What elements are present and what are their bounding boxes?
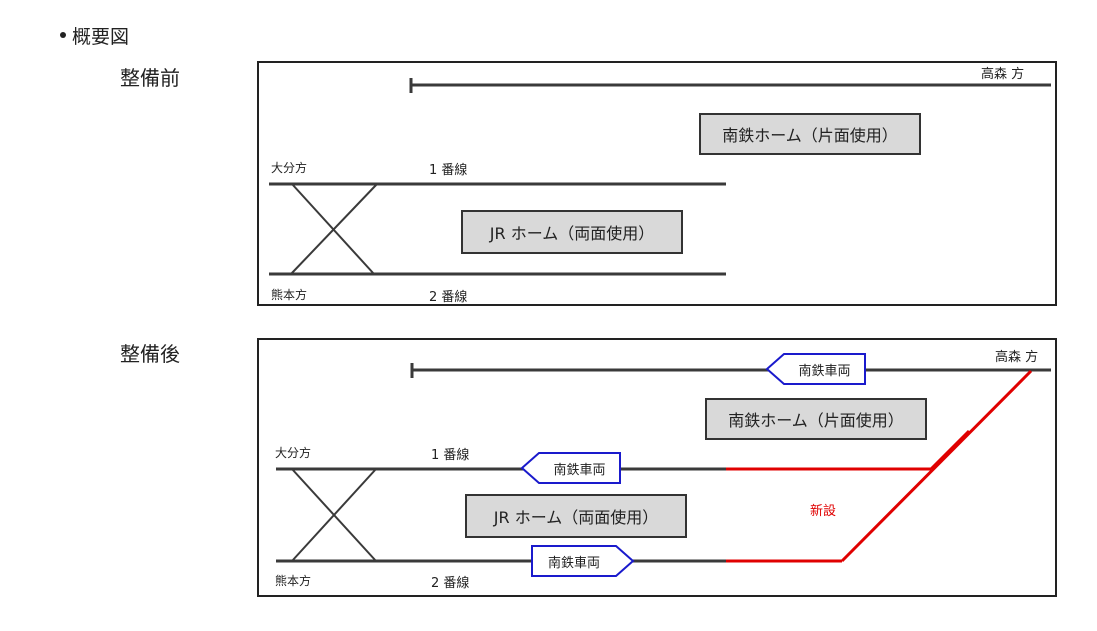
train-track1: 南鉄車両 <box>553 462 606 478</box>
before-diagram: 高森 方 大分方 熊本方 1 番線 2 番線 南鉄ホーム（片面使用） JR ホー… <box>257 61 1057 306</box>
jr-platform: JR ホーム（両面使用） <box>461 210 683 254</box>
nantetsu-platform: 南鉄ホーム（片面使用） <box>705 398 927 440</box>
direction-oita: 大分方 <box>275 446 312 460</box>
diagram-heading: 概要図 <box>60 22 129 49</box>
train-track2: 南鉄車両 <box>547 555 600 571</box>
heading-text: 概要図 <box>72 26 130 48</box>
after-label: 整備後 <box>120 342 180 366</box>
train-top-shape <box>765 353 866 385</box>
train-track2-shape <box>531 545 635 577</box>
track-1-label: 1 番線 <box>429 163 468 178</box>
direction-takamori: 高森 方 <box>981 67 1025 82</box>
jr-platform: JR ホーム（両面使用） <box>465 494 687 538</box>
after-track-layout <box>276 353 1051 577</box>
bullet-icon <box>60 31 66 38</box>
direction-oita: 大分方 <box>271 161 308 175</box>
direction-kumamoto: 熊本方 <box>275 574 312 588</box>
train-top: 南鉄車両 <box>798 363 851 379</box>
train-track1-shape <box>520 452 621 484</box>
crossover-b <box>290 183 378 275</box>
new-label: 新設 <box>810 504 837 519</box>
crossover-b <box>291 468 377 562</box>
track-1-junction <box>929 429 971 471</box>
direction-kumamoto: 熊本方 <box>271 288 308 302</box>
before-label: 整備前 <box>120 66 180 90</box>
after-diagram: 高森 方 大分方 熊本方 1 番線 2 番線 南鉄ホーム（片面使用） JR ホー… <box>257 338 1057 597</box>
track-1-label: 1 番線 <box>431 448 470 463</box>
before-track-layout <box>269 78 1051 276</box>
track-2-label: 2 番線 <box>429 290 468 305</box>
nantetsu-platform: 南鉄ホーム（片面使用） <box>699 113 921 155</box>
direction-takamori: 高森 方 <box>995 350 1039 365</box>
new-connector-track <box>840 369 1033 563</box>
track-2-label: 2 番線 <box>431 576 470 591</box>
